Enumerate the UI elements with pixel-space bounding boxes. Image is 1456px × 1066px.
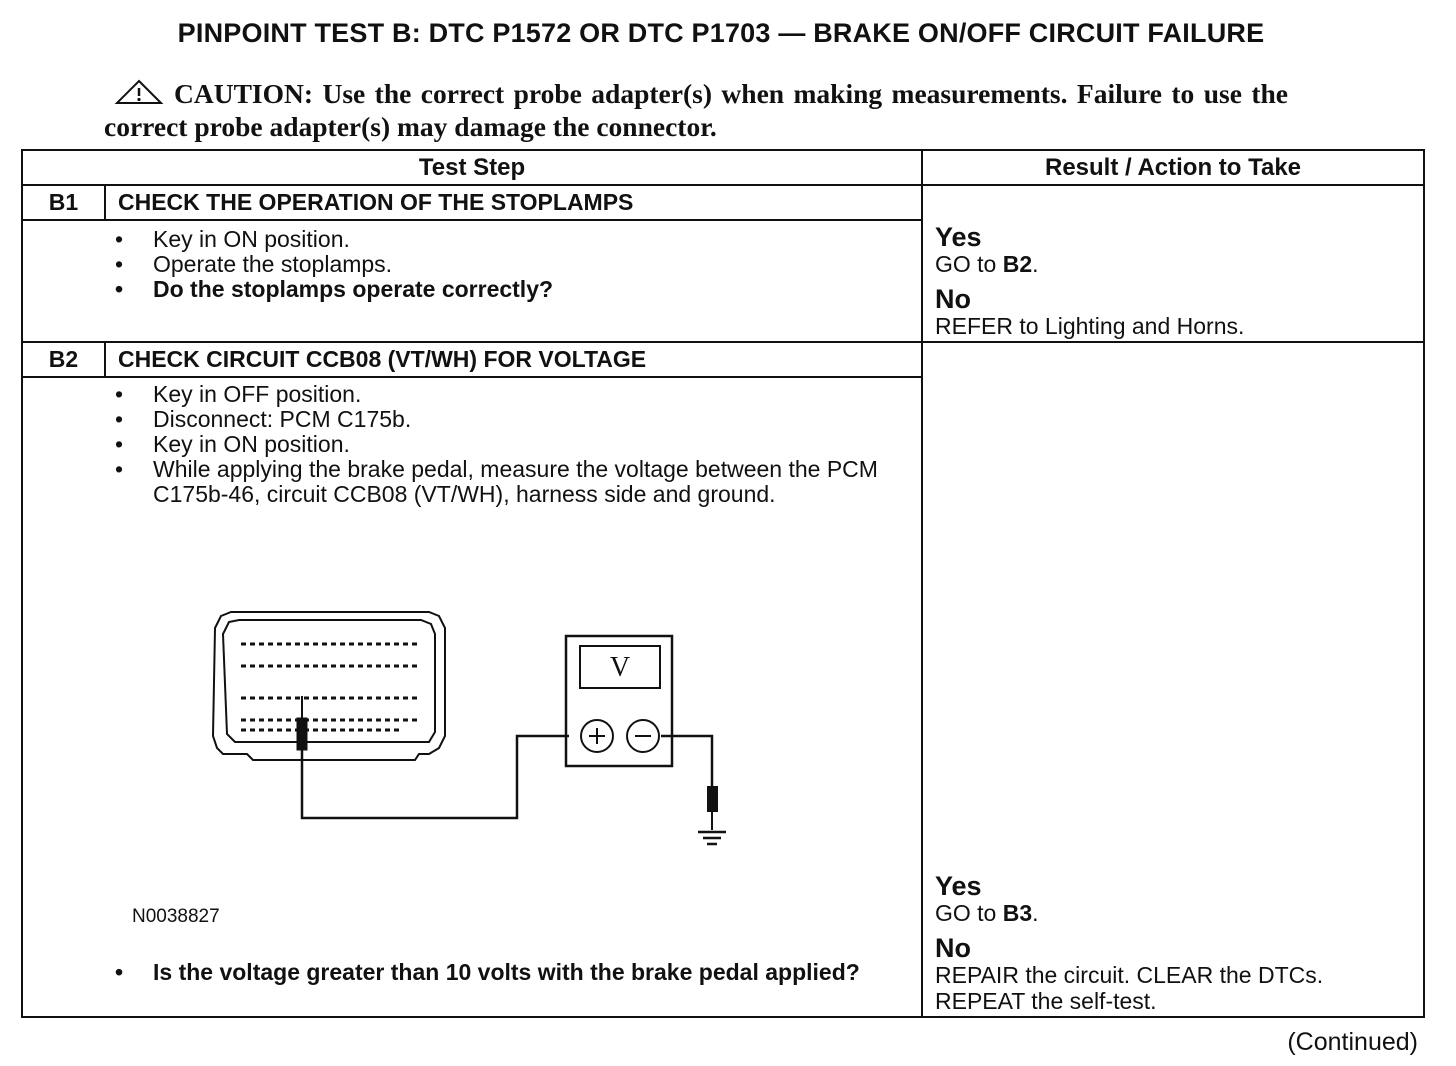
result-no-action-2: REPEAT the self-test. [935,988,1157,1014]
continued-label: (Continued) [1287,1028,1418,1056]
result-yes-action: GO to B3. [935,900,1039,926]
test-leads [300,734,714,820]
result-cell-b2: Yes GO to B3. No REPAIR the circuit. CLE… [921,341,1425,1018]
result-yes-label: Yes [935,222,982,252]
step-instruction: Key in ON position. [115,227,921,253]
test-cell-b2: Key in OFF position. Disconnect: PCM C17… [21,376,923,1018]
step-instruction: While applying the brake pedal, measure … [115,457,921,507]
step-instruction: Disconnect: PCM C175b. [115,407,921,433]
pinpoint-test-table: Test Step Result / Action to Take B1 CHE… [21,149,1425,1018]
pcm-connector-c175b [211,611,446,761]
goto-step-b3: B3 [1002,900,1033,926]
header-result: Result / Action to Take [921,149,1425,186]
caution-label: CAUTION: [174,78,314,109]
ground-probe [707,786,718,830]
goto-step-b2: B2 [1002,251,1033,277]
result-no-action-1: REPAIR the circuit. CLEAR the DTCs. [935,962,1324,988]
probe-positive [296,696,308,751]
step-instruction: Key in OFF position. [115,382,921,408]
connector-pin-rows [241,642,421,732]
caution-notice: CAUTION: Use the correct probe adapter(s… [104,78,1288,142]
step-title-b2: CHECK CIRCUIT CCB08 (VT/WH) FOR VOLTAGE [104,341,923,378]
warning-triangle-icon [114,79,164,111]
positive-terminal-icon [589,728,605,744]
step-title-b1: CHECK THE OPERATION OF THE STOPLAMPS [104,184,923,221]
result-yes-label: Yes [935,871,982,901]
header-test-step: Test Step [21,149,923,186]
caution-text: Use the correct probe adapter(s) when ma… [104,78,1289,142]
voltmeter [564,634,674,768]
step-question: Do the stoplamps operate correctly? [115,277,921,303]
test-cell-b1: Key in ON position. Operate the stoplamp… [21,219,923,343]
step-id-b2: B2 [21,341,106,378]
ground-symbol-icon [698,830,726,846]
result-no-action: REFER to Lighting and Horns. [935,313,1245,339]
result-no-label: No [935,933,971,963]
page-title: PINPOINT TEST B: DTC P1572 OR DTC P1703 … [177,18,1265,48]
result-cell-b1: Yes GO to B2. No REFER to Lighting and H… [921,184,1425,343]
step-question: Is the voltage greater than 10 volts wit… [115,960,933,986]
step-instruction: Operate the stoplamps. [115,252,921,278]
meter-display-symbol: V [610,652,630,683]
step-instruction: Key in ON position. [115,432,921,458]
voltmeter-diagram: V [211,611,726,846]
result-yes-action: GO to B2. [935,251,1039,277]
result-no-label: No [935,284,971,314]
step-id-b1: B1 [21,184,106,221]
figure-id: N0038827 [132,906,220,927]
